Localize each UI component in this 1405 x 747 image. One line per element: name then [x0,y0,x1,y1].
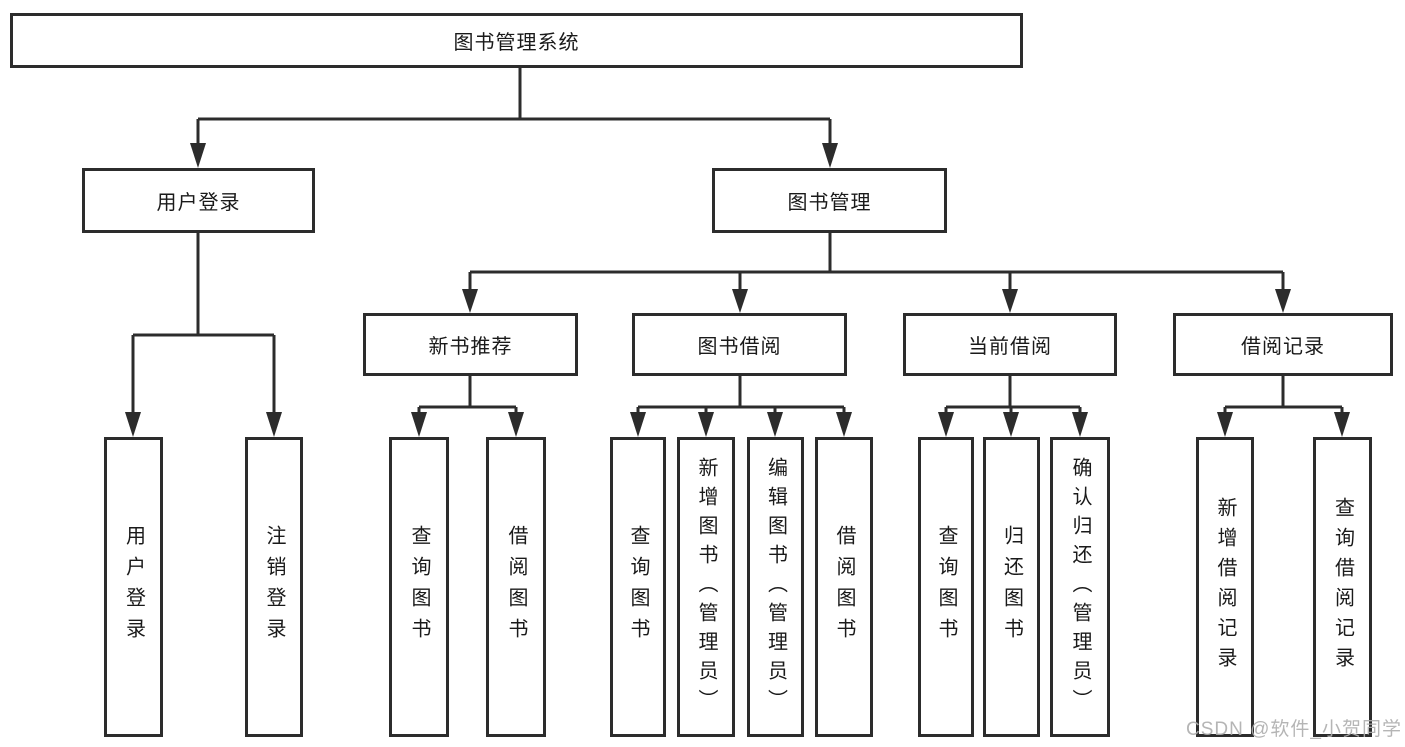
arrow-down-icon [732,289,748,313]
connector-borrowrecord-to-leaves [1217,376,1350,437]
connector-newbook-to-leaves [411,376,524,437]
arrow-down-icon [508,412,524,437]
arrow-down-icon [266,412,282,437]
arrow-down-icon [1072,412,1088,437]
leaf-newbook-query-books-label: 查询图书 [408,525,430,649]
leaf-records-add-record-label: 新增借阅记录 [1214,497,1236,677]
leaf-current-return-books: 归还图书 [983,437,1040,737]
connector-root-to-level2 [190,66,838,168]
arrow-down-icon [190,143,206,168]
arrow-down-icon [630,412,646,437]
leaf-borrow-edit-books-admin: 编辑图书（管理员） [747,437,804,737]
node-new-book-recommend-label: 新书推荐 [428,336,513,358]
leaf-records-query-record-label: 查询借阅记录 [1331,497,1354,677]
node-new-book-recommend: 新书推荐 [363,313,578,376]
leaf-user-login: 用户登录 [104,437,163,737]
leaf-borrow-query-books: 查询图书 [610,437,666,737]
node-current-borrowing: 当前借阅 [903,313,1117,376]
leaf-borrow-edit-books-admin-label: 编辑图书（管理员） [764,456,787,718]
arrow-down-icon [1275,289,1291,313]
arrow-down-icon [125,412,141,437]
node-current-borrowing-label: 当前借阅 [968,336,1052,358]
leaf-borrow-add-books-admin-label: 新增图书（管理员） [695,456,717,718]
leaf-borrow-add-books-admin: 新增图书（管理员） [677,437,735,737]
leaf-current-query-books: 查询图书 [918,437,974,737]
arrow-down-icon [698,412,714,437]
arrow-down-icon [1003,412,1019,437]
arrow-down-icon [411,412,427,437]
arrow-down-icon [462,289,478,313]
leaf-current-query-books-label: 查询图书 [935,525,957,649]
connector-bookmgmt-to-level3 [462,233,1291,313]
leaf-logout: 注销登录 [245,437,303,737]
arrow-down-icon [938,412,954,437]
node-book-management-label: 图书管理 [787,192,872,214]
arrow-down-icon [822,143,838,168]
arrow-down-icon [767,412,783,437]
node-user-login: 用户登录 [82,168,315,233]
leaf-user-login-label: 用户登录 [122,525,145,649]
leaf-logout-label: 注销登录 [263,525,285,649]
node-borrowing-records: 借阅记录 [1173,313,1393,376]
connector-currentborrow-to-leaves [938,376,1088,437]
leaf-borrow-borrow-books-label: 借阅图书 [833,525,855,649]
connector-userlogin-to-leaves [125,233,282,437]
leaf-newbook-query-books: 查询图书 [389,437,449,737]
node-user-login-label: 用户登录 [156,192,241,214]
watermark: CSDN @软件_小贺同学 [1186,719,1402,740]
leaf-borrow-query-books-label: 查询图书 [627,525,649,649]
node-borrowing-records-label: 借阅记录 [1241,336,1325,358]
node-book-management: 图书管理 [712,168,947,233]
leaf-records-add-record: 新增借阅记录 [1196,437,1254,737]
leaf-newbook-borrow-books: 借阅图书 [486,437,546,737]
arrow-down-icon [1217,412,1233,437]
arrow-down-icon [1002,289,1018,313]
arrow-down-icon [836,412,852,437]
node-book-borrowing-label: 图书借阅 [697,336,782,358]
connector-bookborrow-to-leaves [630,376,852,437]
arrow-down-icon [1334,412,1350,437]
node-book-borrowing: 图书借阅 [632,313,847,376]
node-root: 图书管理系统 [10,13,1023,68]
leaf-newbook-borrow-books-label: 借阅图书 [505,525,527,649]
leaf-borrow-borrow-books: 借阅图书 [815,437,873,737]
leaf-records-query-record: 查询借阅记录 [1313,437,1372,737]
leaf-current-return-books-label: 归还图书 [1000,525,1023,649]
leaf-current-confirm-return-admin: 确认归还（管理员） [1050,437,1110,737]
leaf-current-confirm-return-admin-label: 确认归还（管理员） [1069,456,1091,718]
node-root-label: 图书管理系统 [453,32,580,54]
